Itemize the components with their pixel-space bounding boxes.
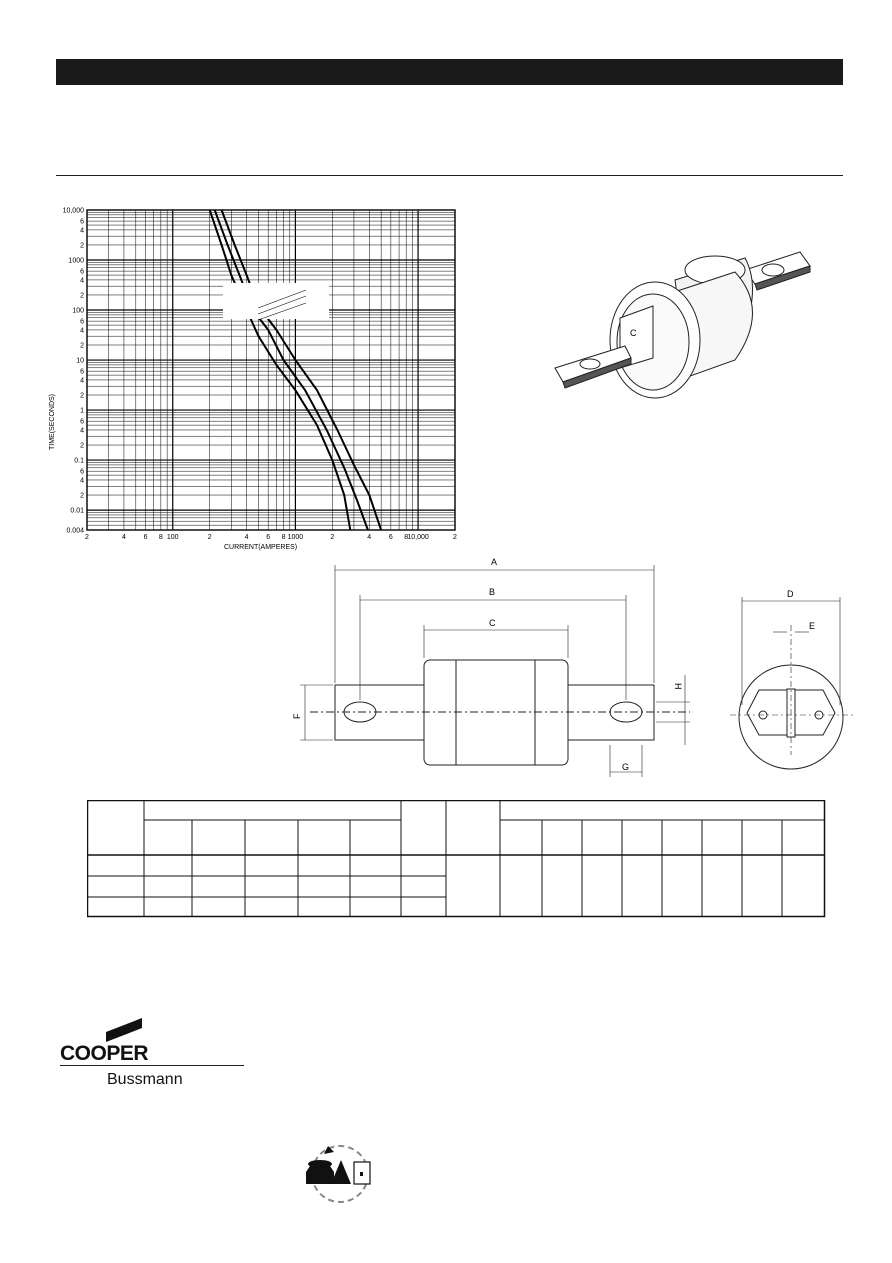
x-tick-label: 8 [404,534,408,541]
x-tick-label: 6 [389,534,393,541]
y-tick-label: 4 [80,427,84,434]
header-bar [56,59,843,85]
x-tick-label: 100 [167,534,179,541]
fuse-side-dimension-drawing: A B C F G H [292,557,690,777]
x-axis-title: CURRENT(AMPERES) [224,544,297,551]
y-tick-label: 6 [80,369,84,376]
dim-label-h: H [673,683,683,690]
y-tick-label: 6 [80,419,84,426]
dim-label-f: F [292,713,302,719]
y-tick-label: 6 [80,269,84,276]
chart-grid [86,209,456,531]
y-tick-label: 10 [76,358,84,365]
y-tick-label: 100 [72,308,84,315]
y-tick-label: 1000 [68,258,84,265]
dim-label-a: A [491,557,497,567]
x-tick-label: 6 [144,534,148,541]
brand-name: COOPER [60,1042,149,1065]
tcc-curve-3 [220,209,383,531]
spec-table [87,800,826,918]
y-tick-label: 2 [80,493,84,500]
header-rule [56,175,843,176]
y-axis-title: TIME(SECONDS) [49,394,56,450]
x-tick-label: 2 [453,534,457,541]
cooper-logo-mark [106,1018,142,1042]
y-tick-labels: 10,00064210006421006421064216420.16420.0… [63,208,85,535]
dim-label-d: D [787,589,794,599]
x-tick-label: 1000 [288,534,304,541]
y-tick-label: 2 [80,342,84,349]
x-tick-label: 6 [266,534,270,541]
chart-curves [208,209,383,531]
y-tick-label: 0.004 [66,528,84,535]
fuse-end-dimension-drawing: D E [730,589,853,770]
x-tick-label: 10,000 [407,534,429,541]
y-tick-label: 4 [80,227,84,234]
legend-leader [257,295,307,315]
y-tick-label: 2 [80,393,84,400]
brand-rule [60,1065,244,1066]
dim-label-b: B [489,587,495,597]
y-tick-label: 4 [80,477,84,484]
tcc-curve-2 [213,209,369,531]
plot-frame [86,209,456,531]
y-tick-label: 6 [80,319,84,326]
tcc-curve-1 [208,209,352,531]
y-tick-label: 2 [80,242,84,249]
y-tick-label: 2 [80,292,84,299]
y-tick-label: 6 [80,219,84,226]
x-tick-label: 4 [367,534,371,541]
brand-sub: Bussmann [107,1071,183,1088]
dim-label-g: G [622,762,629,772]
time-current-chart: 10,00064210006421006421064216420.16420.0… [49,208,457,552]
y-tick-label: 2 [80,443,84,450]
x-tick-label: 8 [159,534,163,541]
y-tick-label: 1 [80,408,84,415]
legend-leader [257,289,307,309]
x-tick-label: 2 [85,534,89,541]
x-tick-label: 2 [208,534,212,541]
y-tick-label: 4 [80,277,84,284]
x-tick-label: 8 [282,534,286,541]
dim-label-e: E [809,621,815,631]
y-tick-label: 4 [80,377,84,384]
phone-icon [306,1166,334,1184]
y-tick-label: 0.01 [70,508,84,515]
y-tick-label: 4 [80,327,84,334]
y-tick-label: 10,000 [63,208,85,215]
warning-triangle-icon [331,1160,351,1184]
x-tick-label: 4 [122,534,126,541]
x-tick-label: 4 [245,534,249,541]
legend-leader [257,302,307,321]
fuse-isometric-drawing: C [554,251,811,399]
fuse-body-label: C [630,328,637,338]
arrow-icon [324,1146,334,1154]
y-tick-label: 6 [80,469,84,476]
dim-label-c: C [489,618,496,628]
x-tick-label: 2 [330,534,334,541]
y-tick-label: 0.1 [74,458,84,465]
contact-icons [306,1145,371,1203]
